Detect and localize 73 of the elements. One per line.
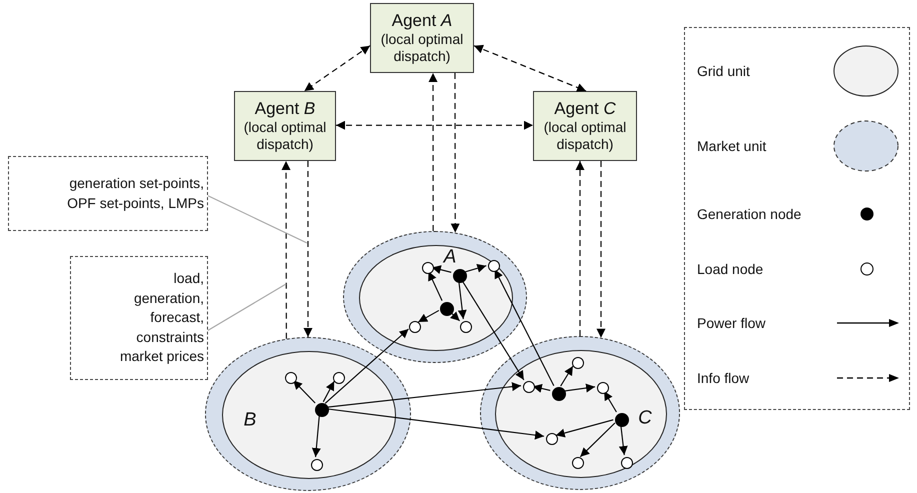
load-node [597,382,609,394]
power-flow-arrow [418,310,440,323]
load-node [285,372,297,384]
load-node [621,457,633,469]
load-node [409,321,421,333]
power-flow-arrow [580,422,616,458]
generation-node [453,269,467,283]
callout-text: generation set-points, OPF set-points, LMPs [66,174,204,213]
agent-name: Agent B [254,99,316,120]
agent-description: (local optimal dispatch) [380,31,464,65]
load-node [422,262,434,274]
info-flow-arrow [304,45,370,92]
power-flow-arrow [428,271,443,301]
unit-label: C [638,408,652,428]
agent-box [370,3,474,73]
info-flow-arrow [282,161,291,339]
generation-node [615,413,629,427]
power-flow-arrow [326,382,522,408]
agent-box [533,91,637,161]
load-node [460,321,472,333]
info-flow-arrow [596,161,606,338]
agent-description: (local optimal dispatch) [242,119,328,153]
legend-label: Power flow [697,315,766,331]
power-flow-arrow [618,424,628,456]
power-flow-arrow [432,265,452,274]
agent-name: Agent C [554,99,616,120]
power-flow-arrow [532,384,550,393]
legend-label: Info flow [697,370,750,386]
power-flow-arrow [556,419,614,438]
leader-line [208,284,286,331]
power-flow-arrow [326,408,544,440]
legend-label: Market unit [697,138,766,154]
power-flow-arrow [464,264,486,273]
load-node [311,459,323,471]
agent-box [234,91,336,161]
power-flow-arrow [324,328,409,404]
power-flow-arrow [450,311,460,322]
power-flow-arrow [461,280,524,380]
legend-label: Grid unit [697,63,750,79]
generation-node [552,387,566,401]
load-node [572,457,584,469]
info-flow-arrow [576,161,584,336]
info-flow-arrow [336,120,533,130]
power-flow-arrow [604,390,617,412]
info-flow-arrow [304,161,312,337]
load-node [572,357,584,369]
load-node [488,260,500,272]
agent-name: Agent A [392,11,452,32]
generation-node [315,403,329,417]
power-flow-arrow [312,414,321,458]
info-flow-arrow [450,73,460,233]
power-flow-arrow [292,380,316,404]
callout-text: load, generation, forecast, constraints market prices [118,269,204,366]
power-flow-arrow [560,366,574,386]
leader-line [208,195,308,244]
load-node [523,381,535,393]
power-flow-arrow [494,269,554,386]
power-flow-arrow [564,384,596,392]
info-flow-arrow [474,44,586,92]
power-flow-arrow [458,280,467,320]
info-flow-arrow [428,73,438,232]
unit-label: B [244,410,256,430]
callout-box [70,256,208,380]
load-node [546,433,558,445]
legend-label: Load node [697,261,764,277]
power-flow-arrow [322,381,335,402]
load-node [333,372,345,384]
grid-unit-ellipse [359,245,513,351]
legend-label: Generation node [697,206,802,222]
callout-box [8,156,208,231]
unit-label: A [444,248,456,266]
agent-description: (local optimal dispatch) [542,119,628,153]
generation-node [440,302,454,316]
